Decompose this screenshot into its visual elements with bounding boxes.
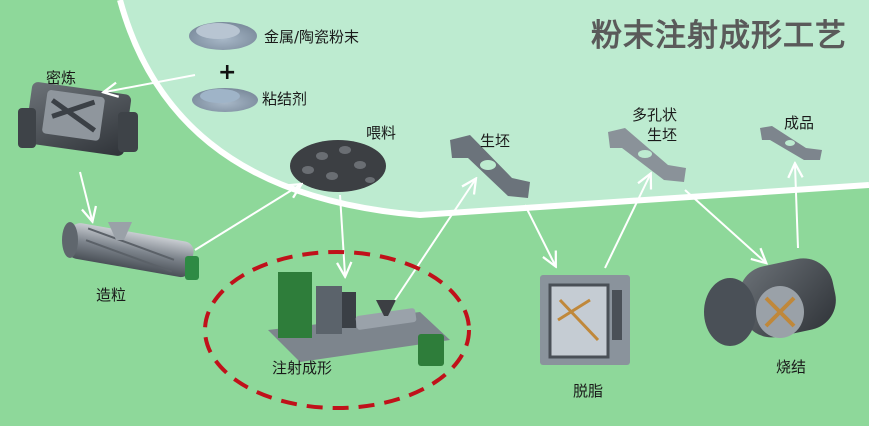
feedstock-pellets-icon	[290, 140, 386, 192]
granulator-machine-icon	[62, 222, 199, 280]
injection-molding-machine-icon	[268, 272, 450, 366]
debinding-label: 脱脂	[573, 382, 604, 400]
powder-label: 金属/陶瓷粉末	[264, 28, 360, 46]
plus-sign: +	[218, 60, 237, 85]
powder-pile-icon	[189, 22, 257, 50]
product-part-icon	[760, 126, 822, 160]
sintering-label: 烧结	[776, 358, 807, 376]
mixing-label: 密炼	[46, 69, 77, 87]
background-divider-curve	[117, 0, 869, 219]
product-label: 成品	[784, 114, 815, 132]
arrow-sintering-to-product	[795, 165, 798, 249]
arrow-feedstock-to-injection	[340, 194, 345, 275]
feedstock-label: 喂料	[366, 124, 397, 142]
green-part-icon	[450, 135, 530, 198]
diagram-title: 粉末注射成形工艺	[591, 18, 847, 54]
arrow-green-to-debinding	[524, 204, 555, 265]
injection-label: 注射成形	[272, 359, 333, 377]
porous-green-part-icon	[608, 128, 686, 182]
porous-green-label-line2: 生坯	[647, 126, 678, 144]
flow-arrows	[79, 74, 798, 301]
arrow-materials-to-mixer	[105, 74, 196, 92]
injection-highlight-ellipse	[203, 250, 471, 410]
green-part-label: 生坯	[480, 132, 511, 150]
arrow-granulator-to-feedstock	[194, 185, 300, 251]
debinding-oven-icon	[540, 275, 630, 365]
granulating-label: 造粒	[96, 286, 127, 304]
arrow-mixer-to-granulator	[79, 171, 92, 220]
arrow-debinding-to-porous	[604, 175, 650, 269]
porous-green-label-line1: 多孔状	[632, 106, 678, 124]
mixer-machine-icon	[18, 82, 138, 156]
binder-pile-icon	[192, 88, 258, 112]
arrow-injection-to-green	[394, 180, 475, 301]
arrow-porous-to-sintering	[684, 189, 765, 262]
binder-label: 粘结剂	[262, 90, 308, 108]
sintering-furnace-icon	[704, 258, 836, 346]
